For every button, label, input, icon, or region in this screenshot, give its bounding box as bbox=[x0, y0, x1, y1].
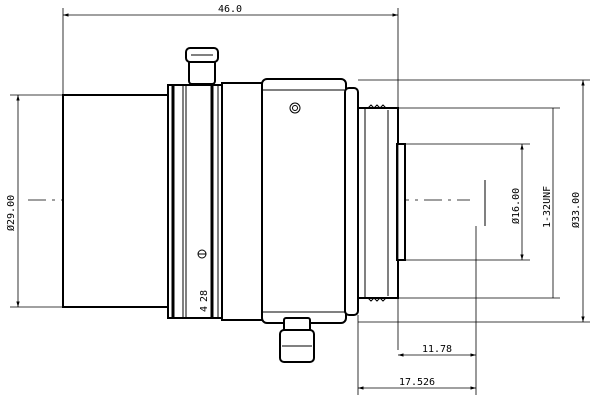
svg-text:11.78: 11.78 bbox=[422, 344, 452, 355]
c-mount-thread bbox=[357, 104, 406, 302]
aperture-max-label: 28 bbox=[199, 290, 210, 302]
dim-thread: 1-32UNF bbox=[398, 107, 560, 299]
dim-flange-back: 17.526 bbox=[358, 377, 476, 390]
set-screw-hole-icon bbox=[289, 102, 301, 114]
dim-rear-diameter: Ø16.00 bbox=[405, 143, 530, 261]
dim-flange-to-sensor: 11.78 bbox=[398, 344, 476, 357]
dim-body-diameter: Ø33.00 bbox=[358, 79, 590, 323]
svg-text:46.0: 46.0 bbox=[218, 4, 242, 15]
rear-element bbox=[396, 143, 406, 261]
svg-text:1-32UNF: 1-32UNF bbox=[542, 186, 553, 228]
aperture-min-label: 4 bbox=[199, 306, 210, 312]
svg-text:Ø16.00: Ø16.00 bbox=[510, 188, 522, 224]
bottom-lock-screw bbox=[279, 317, 315, 363]
top-lock-screw bbox=[185, 47, 219, 85]
front-barrel bbox=[62, 94, 170, 308]
svg-text:Ø33.00: Ø33.00 bbox=[570, 192, 582, 228]
main-body bbox=[221, 78, 359, 324]
dim-front-diameter: Ø29.00 bbox=[5, 94, 63, 308]
flange bbox=[344, 87, 359, 316]
svg-text:Ø29.00: Ø29.00 bbox=[5, 195, 17, 231]
svg-text:17.526: 17.526 bbox=[399, 377, 435, 388]
iris-ring: 4 28 bbox=[167, 84, 224, 319]
dim-overall-length: 46.0 bbox=[62, 4, 399, 350]
